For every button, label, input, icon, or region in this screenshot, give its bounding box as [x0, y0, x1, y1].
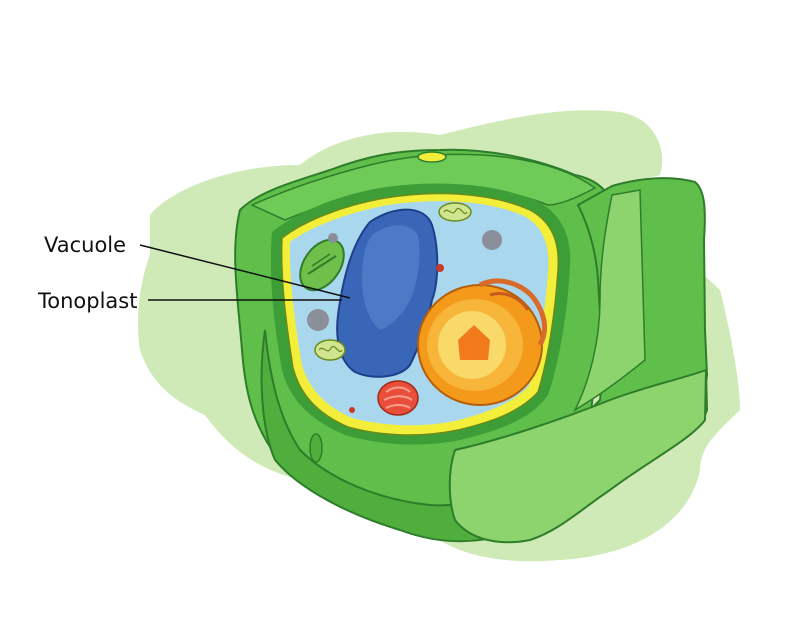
golgi-organelle [377, 380, 419, 416]
plasmodesma-top [417, 151, 447, 163]
er-organelle-2 [489, 292, 530, 311]
plasmodesma-front [309, 433, 323, 463]
tonoplast-label: Tonoplast [37, 289, 137, 313]
vesicle-organelle-2 [307, 309, 329, 331]
vesicle-organelle-4 [436, 264, 444, 272]
vesicle-organelle [482, 230, 502, 250]
mitochondrion-organelle [438, 202, 472, 222]
er-organelle [478, 278, 548, 347]
cell-wall-lower-slab [448, 368, 708, 544]
vesicle-organelle-3 [328, 233, 338, 243]
vesicle-organelle-5 [349, 407, 355, 413]
adjacent-cell-wall-face [573, 189, 646, 412]
vacuole-label: Vacuole [44, 233, 126, 257]
vacuole-label-line [139, 244, 351, 299]
mitochondrion-organelle-2 [314, 339, 346, 361]
vacuole-highlight [362, 225, 420, 330]
nucleus-organelle [417, 284, 543, 406]
chloroplast-organelle [299, 238, 345, 292]
